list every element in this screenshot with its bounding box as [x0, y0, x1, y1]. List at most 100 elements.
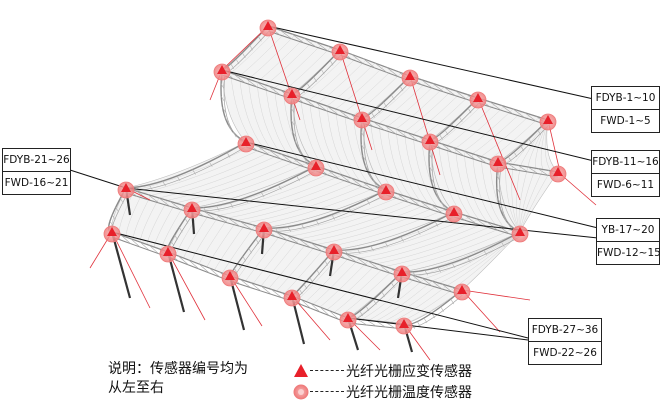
truss-web [310, 242, 323, 252]
label-box-top-right: FDYB-1~10 FWD-1~5 [591, 86, 660, 133]
truss-web [292, 157, 305, 168]
truss-web [319, 306, 330, 316]
membrane-seam [387, 126, 412, 199]
strain-sensor-icon [357, 113, 367, 122]
arch-web [373, 299, 377, 305]
arch-web [192, 169, 196, 175]
sensor-leader-line [111, 231, 529, 339]
arch-web [235, 58, 240, 65]
arch-web [368, 173, 372, 179]
strain-sensor-icon [425, 135, 435, 144]
label-box-mid-right-lower: YB-17~20 FWD-12~15 [596, 218, 661, 265]
truss-web [303, 97, 316, 108]
arch-web [290, 107, 295, 113]
truss-web [310, 303, 321, 313]
truss-web [139, 241, 150, 251]
strain-sensor-icon [449, 207, 459, 216]
truss-web [386, 67, 399, 77]
membrane-seam [206, 220, 238, 268]
arch-web [184, 218, 189, 224]
arch-web [439, 134, 443, 140]
arch-web [170, 240, 175, 247]
truss-web [464, 215, 477, 224]
truss-web [374, 62, 387, 73]
truss-web [215, 214, 229, 224]
strain-sensor-icon [217, 65, 227, 74]
truss-web [356, 257, 369, 267]
arch-web [508, 156, 512, 162]
membrane-seam [218, 174, 343, 216]
membrane-seam [256, 81, 282, 155]
arch-web [451, 262, 456, 269]
truss-web [198, 263, 210, 274]
arch-web [224, 116, 229, 123]
truss-web [379, 264, 391, 274]
truss-web [367, 260, 380, 270]
membrane-seam [272, 192, 395, 231]
membrane-seam [318, 59, 367, 104]
arch-web [381, 291, 386, 297]
arch-web [258, 36, 262, 42]
truss-web [209, 267, 220, 278]
membrane-seam [446, 145, 471, 218]
arch-web [329, 60, 334, 66]
membrane-seam [472, 153, 496, 225]
membrane-seam [214, 222, 247, 271]
membrane-seam [191, 215, 220, 262]
arch-web [230, 63, 235, 69]
arch-web [320, 69, 325, 75]
membrane-seam [404, 89, 453, 132]
membrane-seam [472, 111, 522, 154]
arch-web [162, 180, 166, 187]
truss-web [407, 132, 419, 142]
arch-web [275, 227, 279, 234]
arch-web [109, 220, 114, 227]
truss-web [517, 165, 529, 173]
truss-web [269, 149, 282, 160]
truss-web [421, 79, 433, 89]
strain-sensor-icon [343, 313, 353, 322]
arch-web [242, 52, 246, 58]
arch-web [287, 226, 292, 232]
sensor-markers [103, 19, 567, 335]
membrane-seam [431, 231, 521, 282]
arch-web [416, 229, 421, 235]
truss-web [501, 105, 514, 115]
membrane-seam [387, 84, 436, 127]
strain-sensor-icon [515, 227, 525, 236]
red-cable [461, 289, 531, 301]
membrane-seam [335, 108, 360, 182]
arch-web [178, 227, 183, 233]
truss-web [291, 33, 305, 44]
membrane-seam [245, 183, 369, 224]
membrane-seam [253, 236, 291, 284]
truss-web [257, 145, 270, 156]
membrane-seam [463, 108, 514, 152]
label-strain: FDYB-1~10 [595, 92, 656, 104]
arch-web [294, 140, 299, 147]
strain-sensor-icon [259, 223, 269, 232]
truss-web [315, 101, 328, 112]
membrane-seam [167, 156, 290, 201]
strain-sensor-icon [187, 203, 197, 212]
truss-web [327, 169, 340, 180]
red-tie-cables [89, 25, 597, 361]
membrane-seam [384, 226, 504, 267]
strain-sensor-icon [473, 93, 483, 102]
membrane-seam [316, 206, 438, 245]
label-temp: FWD-22~26 [529, 341, 601, 364]
arch-web [344, 249, 349, 256]
membrane-seam [158, 153, 282, 199]
arch-web [450, 298, 455, 305]
arch-web [437, 267, 442, 273]
arch-web [229, 202, 234, 208]
membrane-seam [344, 69, 393, 113]
legend-temp-label: 光纤光栅温度传感器 [346, 385, 472, 401]
strain-sensor-icon [294, 364, 308, 377]
membrane-seam [319, 260, 369, 308]
membrane-seam [125, 192, 143, 238]
arch-web [360, 131, 365, 137]
truss-web [432, 83, 445, 93]
arch-web [222, 107, 226, 113]
truss-web [452, 147, 465, 157]
